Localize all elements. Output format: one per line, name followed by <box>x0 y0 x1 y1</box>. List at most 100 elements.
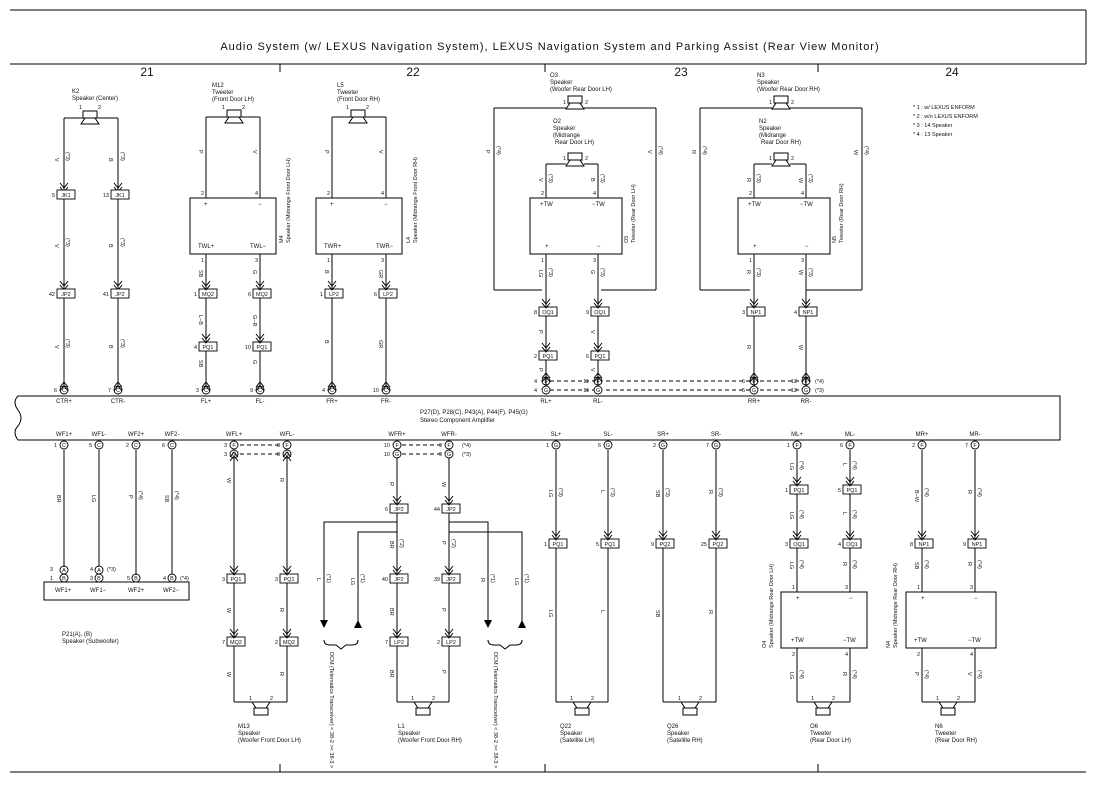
svg-text:G: G <box>589 270 595 274</box>
svg-text:3: 3 <box>255 258 258 264</box>
svg-text:+: + <box>796 596 800 602</box>
amp-top-pin-label: FR+ <box>326 399 338 405</box>
svg-text:1: 1 <box>570 696 573 702</box>
svg-text:+: + <box>921 596 925 602</box>
svg-text:4: 4 <box>838 542 841 548</box>
svg-text:9: 9 <box>439 452 442 458</box>
svg-text:2: 2 <box>541 191 544 197</box>
amp-bottom-pin-circle: G <box>444 449 454 459</box>
connector-arrow <box>801 372 811 383</box>
svg-text:6: 6 <box>248 292 251 298</box>
svg-text:2: 2 <box>832 696 835 702</box>
amp-top-pin-label: CTR+ <box>56 399 72 405</box>
svg-text:+TW: +TW <box>914 638 927 644</box>
svg-text:6: 6 <box>54 388 57 394</box>
connector-arrow <box>381 381 391 392</box>
svg-text:BR: BR <box>55 495 61 503</box>
dcm-text-lh: DCM (Telematics Transceiver) < 38-2 >< 3… <box>328 652 334 768</box>
amp-bottom-pin-label: SR+ <box>657 432 669 438</box>
svg-text:2: 2 <box>912 443 915 449</box>
svg-text:4: 4 <box>845 652 848 658</box>
svg-text:(*3): (*3) <box>807 174 813 183</box>
amp-bottom-pin-label: ML- <box>845 432 855 438</box>
svg-text:F: F <box>232 443 236 449</box>
svg-text:1: 1 <box>563 100 566 106</box>
svg-text:F: F <box>973 443 977 449</box>
amp-bottom-pin-circle: F <box>392 440 402 450</box>
svg-text:(*4): (*4) <box>923 670 929 679</box>
n6-id: N6 <box>935 724 943 730</box>
svg-text:R: R <box>745 178 751 182</box>
svg-text:4: 4 <box>794 310 797 316</box>
svg-text:1: 1 <box>346 105 349 111</box>
svg-text:C: C <box>116 388 120 394</box>
amp-bottom-pin-label: MR- <box>969 432 980 438</box>
connector-arrow <box>327 381 337 392</box>
svg-text:B: B <box>97 576 101 582</box>
svg-text:MQ2: MQ2 <box>230 640 242 646</box>
connector-arrow <box>845 530 855 541</box>
svg-text:G: G <box>804 388 808 394</box>
svg-text:−TW: −TW <box>843 638 856 644</box>
svg-text:1: 1 <box>792 585 795 591</box>
svg-text:5: 5 <box>838 488 841 494</box>
svg-text:2: 2 <box>327 191 330 197</box>
o3-id: O3 <box>550 73 559 79</box>
svg-text:3: 3 <box>742 310 745 316</box>
m13-name: Speaker <box>238 731 260 737</box>
svg-text:2: 2 <box>653 443 656 449</box>
svg-text:8: 8 <box>277 452 280 458</box>
frame <box>10 9 1087 773</box>
svg-text:V: V <box>53 244 59 248</box>
svg-text:6: 6 <box>385 507 388 513</box>
svg-text:(*4): (*4) <box>701 146 707 155</box>
svg-text:V: V <box>589 368 595 372</box>
svg-text:4: 4 <box>381 191 384 197</box>
svg-text:6: 6 <box>586 354 589 360</box>
svg-text:+TW: +TW <box>748 202 761 208</box>
svg-text:1: 1 <box>917 585 920 591</box>
svg-text:P: P <box>537 368 543 372</box>
svg-text:R: R <box>278 608 284 612</box>
svg-text:(*3): (*3) <box>755 268 761 277</box>
svg-text:+: + <box>330 202 334 208</box>
amp-bottom-pin-circle: G <box>603 440 613 450</box>
svg-text:WF2−: WF2− <box>163 588 180 594</box>
svg-text:R: R <box>278 478 284 482</box>
svg-text:TWL+: TWL+ <box>198 244 215 250</box>
svg-text:MQ2: MQ2 <box>256 292 268 298</box>
svg-text:R: R <box>690 150 696 154</box>
svg-text:3: 3 <box>593 258 596 264</box>
svg-text:PQ1: PQ1 <box>846 488 857 494</box>
svg-text:LG: LG <box>547 610 553 617</box>
svg-text:3: 3 <box>224 443 227 449</box>
svg-text:R: R <box>707 610 713 614</box>
svg-text:(*3): (*3) <box>64 339 70 348</box>
connector-arrow <box>658 530 668 541</box>
svg-text:9: 9 <box>651 542 654 548</box>
svg-text:TWR+: TWR+ <box>324 244 342 250</box>
svg-text:R: R <box>479 578 485 582</box>
svg-text:1: 1 <box>563 156 566 162</box>
svg-text:NP1: NP1 <box>972 542 983 548</box>
svg-text:L: L <box>841 463 847 466</box>
amp-bottom-pin-circle: C <box>59 440 69 450</box>
svg-text:V: V <box>589 330 595 334</box>
svg-text:2: 2 <box>917 652 920 658</box>
connector-arrow <box>113 381 123 392</box>
svg-text:6: 6 <box>598 443 601 449</box>
svg-text:3: 3 <box>90 576 93 582</box>
svg-text:1: 1 <box>201 258 204 264</box>
svg-text:+: + <box>753 244 757 250</box>
svg-text:MQ2: MQ2 <box>202 292 214 298</box>
